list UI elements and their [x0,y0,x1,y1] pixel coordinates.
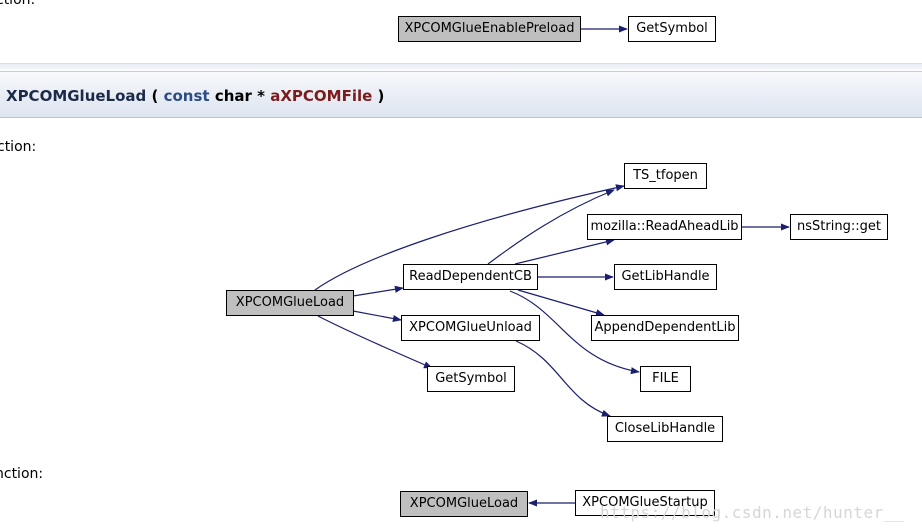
section-separator [0,63,922,70]
edge-unload-closelib [515,340,611,417]
edge-load-tstfopen [314,184,625,291]
node-getlibhandle[interactable]: GetLibHandle [614,264,717,290]
node-xpcomglueunload[interactable]: XPCOMGlueUnload [401,315,540,341]
edge-readdependent-tstfopen [487,189,615,265]
watermark: https://blog.csdn.net/hunter__ [600,503,904,522]
node-xpcomglueenablepreload[interactable]: XPCOMGlueEnablePreload [398,16,581,42]
const-keyword: const [163,87,210,105]
node-getsymbol-top[interactable]: GetSymbol [628,16,716,42]
node-xpcomglueload[interactable]: XPCOMGlueLoad [226,290,354,316]
node-getsymbol[interactable]: GetSymbol [427,366,515,392]
node-xpcomgluestartup[interactable]: XPCOMGlueStartup [575,490,715,516]
section-label-middle: ction: [0,139,37,155]
edge-readdependent-file [509,290,640,375]
close-paren: ) [377,87,385,105]
edge-readdependent-append [517,289,605,317]
open-paren: ( [151,87,159,105]
function-name: XPCOMGlueLoad [6,87,147,105]
param-type: char * [214,87,265,105]
node-appenddependentlib[interactable]: AppendDependentLib [591,315,739,341]
param-name: aXPCOMFile [270,87,373,105]
section-label-bottom: nction: [0,466,44,482]
node-ts-tfopen[interactable]: TS_tfopen [624,163,707,189]
edge-load-getsymbol [317,315,433,369]
member-prototype-header [0,71,922,118]
node-closelibhandle[interactable]: CloseLibHandle [607,416,723,442]
node-xpcomglueload-bottom[interactable]: XPCOMGlueLoad [400,491,528,517]
edge-readdependent-readahead [514,238,615,265]
node-nsstring-get[interactable]: nsString::get [790,214,888,240]
node-file[interactable]: FILE [640,366,691,392]
function-prototype: XPCOMGlueLoad ( const char * aXPCOMFile … [6,87,384,105]
edge-load-readdependent [352,285,404,297]
section-label-top: ction: [0,0,36,8]
edge-load-unload [352,310,402,323]
node-readdependentcb[interactable]: ReadDependentCB [403,264,538,290]
node-mozilla-readaheadlib[interactable]: mozilla::ReadAheadLib [587,214,742,240]
